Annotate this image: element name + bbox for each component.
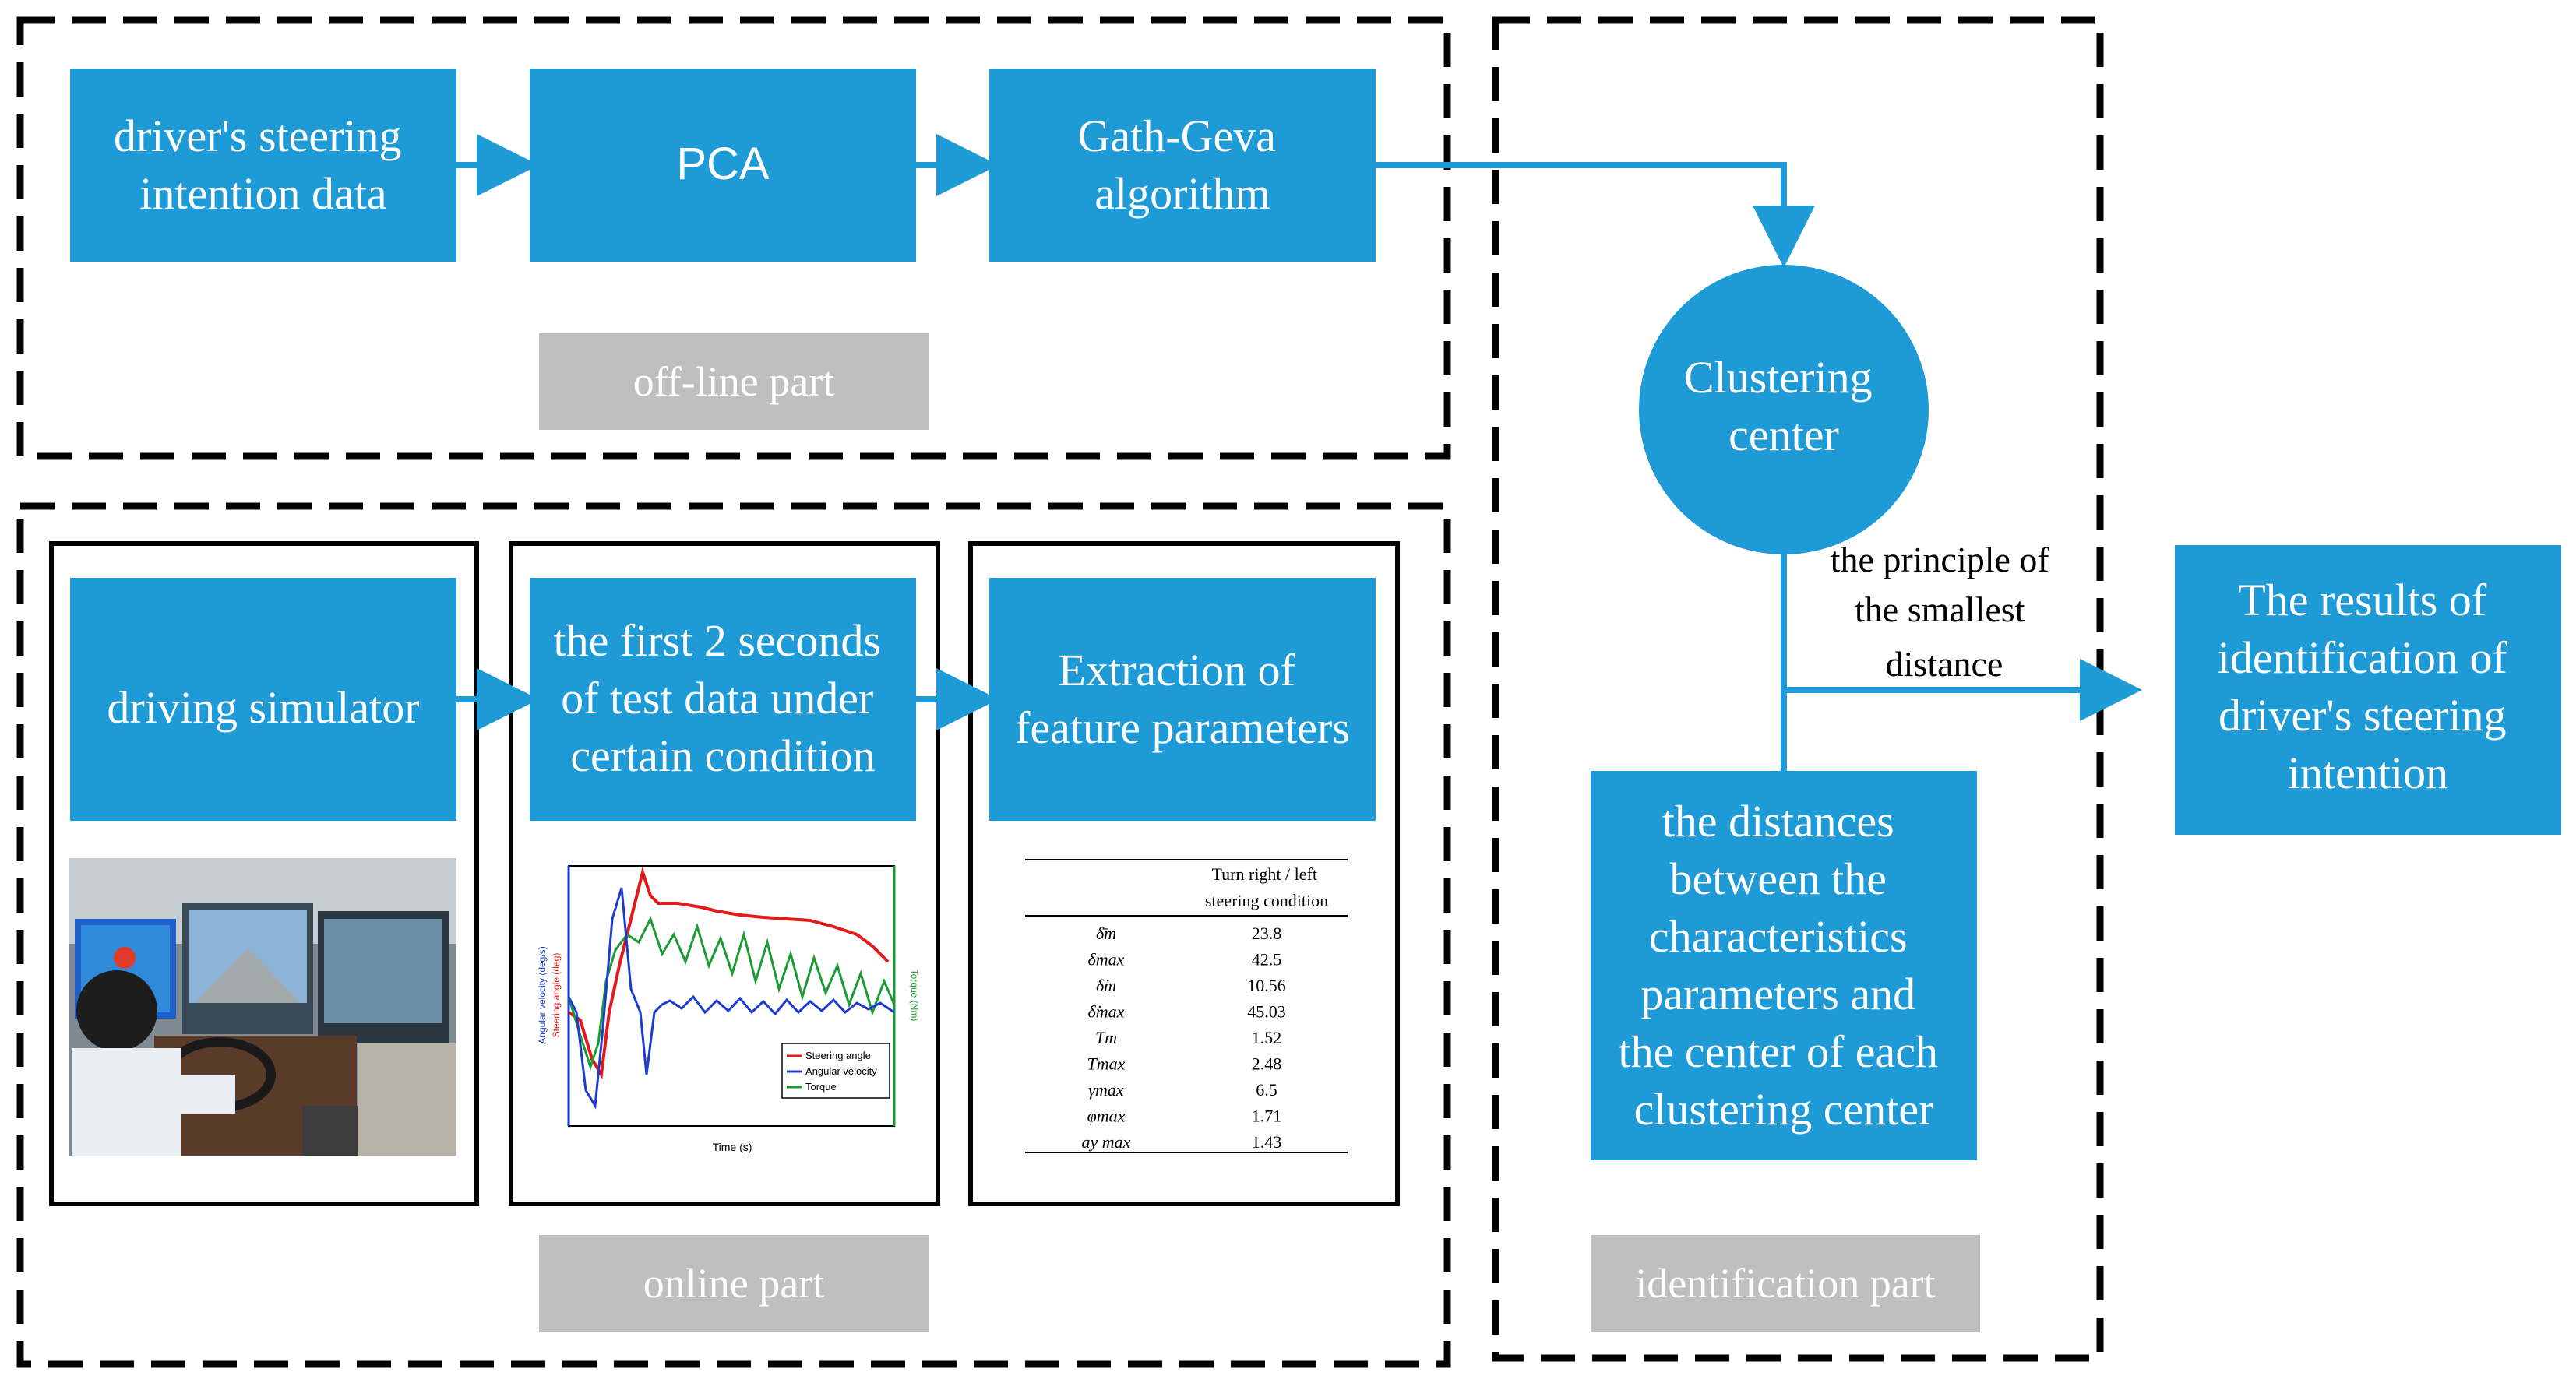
table-value: 42.5	[1252, 950, 1282, 970]
table-symbol: Tmax	[1087, 1054, 1126, 1074]
arrow-gg-to-cluster	[1376, 162, 1815, 268]
test-data-panel	[509, 541, 940, 1206]
torque-curve	[567, 916, 896, 1071]
online-region-frame	[16, 502, 1451, 1368]
feature-extraction-line1: Extraction of	[1059, 645, 1296, 695]
distances-line3: characteristics	[1649, 911, 1908, 962]
results-box	[2175, 545, 2561, 835]
table-header-line2: steering condition	[1205, 891, 1328, 910]
simulator-photo	[69, 858, 456, 1156]
simulator-panel	[49, 541, 479, 1206]
principle-note-line1: the principle of	[1831, 540, 2050, 579]
table-symbol: φmax	[1087, 1107, 1126, 1126]
online-part-label-bg	[539, 1235, 929, 1332]
results-line2: identification of	[2218, 632, 2508, 683]
svg-text:Steering angle Angular v: Steering angle Angular velocity Torque	[805, 1050, 879, 1093]
driving-simulator-label: driving simulator	[107, 682, 419, 733]
pca-label: PCA	[676, 139, 770, 189]
principle-note-line3: distance	[1886, 644, 2003, 684]
online-part-label: online part	[643, 1260, 824, 1307]
offline-part-label: off-line part	[633, 358, 834, 405]
table-symbol: δmax	[1088, 950, 1125, 970]
legend-angular-velocity: Angular velocity	[805, 1065, 877, 1077]
test-data-box	[530, 578, 916, 821]
svg-text:the distances between the: the distances between the characteristic…	[1618, 796, 1949, 1135]
angular-velocity-curve	[567, 887, 895, 1110]
principle-note-line2: the smallest	[1855, 589, 2025, 629]
distances-line6: clustering center	[1634, 1084, 1934, 1135]
table-value: 1.52	[1252, 1028, 1282, 1047]
identification-region-frame	[1492, 16, 2104, 1362]
pca-box	[530, 69, 916, 262]
plot-ylabel-left: Angular velocity (deg/s)	[537, 946, 548, 1043]
driver-intention-data-box	[70, 69, 456, 262]
table-symbol: γmax	[1088, 1080, 1124, 1100]
plot-ylabel-right: Torque (Nm)	[909, 970, 920, 1022]
table-symbol: δ̇m	[1096, 976, 1116, 995]
test-data-line3: certain condition	[570, 730, 875, 781]
gath-geva-line1: Gath-Geva	[1078, 111, 1276, 161]
gath-geva-box	[989, 69, 1376, 262]
gath-geva-line2: algorithm	[1094, 168, 1270, 219]
test-data-line1: the first 2 seconds	[554, 615, 881, 666]
driver-intention-data-line1: driver's steering	[114, 111, 402, 161]
distances-line4: parameters and	[1640, 969, 1915, 1019]
test-data-plot: Steering angle Angular velocity Torque T…	[537, 865, 920, 1153]
svg-text:The results of identificat: The results of identification of driver'…	[2218, 575, 2519, 798]
distances-line5: the center of each	[1618, 1026, 1938, 1077]
table-header-line1: Turn right / left	[1212, 864, 1317, 884]
results-line4: intention	[2288, 748, 2448, 798]
table-symbol: δ̄m	[1096, 924, 1116, 943]
svg-text:driver's steering intentio: driver's steering intention data	[114, 111, 413, 219]
feature-extraction-box	[989, 578, 1376, 821]
table-value: 45.03	[1247, 1002, 1286, 1022]
table-value: 10.56	[1247, 976, 1286, 995]
offline-region-frame	[16, 16, 1451, 460]
table-value: 1.71	[1252, 1107, 1282, 1126]
plot-xlabel: Time (s)	[713, 1141, 752, 1153]
clustering-center-circle	[1639, 265, 1929, 554]
svg-text:Clustering center: Clustering center	[1684, 352, 1884, 460]
clustering-center-line2: center	[1728, 410, 1839, 460]
distances-line1: the distances	[1662, 796, 1894, 846]
svg-text:Gath-Geva algorithm: Gath-Geva algorithm	[1078, 111, 1288, 219]
steering-angle-curve	[567, 866, 890, 1079]
driving-simulator-box	[70, 578, 456, 821]
legend-steering-angle: Steering angle	[805, 1050, 871, 1061]
plot-ylabel-mid: Steering angle (deg)	[551, 953, 562, 1038]
table-value: 1.43	[1252, 1132, 1282, 1152]
legend-torque: Torque	[805, 1081, 837, 1093]
table-value: 6.5	[1256, 1080, 1277, 1100]
svg-text:Turn right / left steeri: Turn right / left steering condition	[1205, 864, 1328, 910]
offline-part-label-bg	[539, 333, 929, 430]
table-value: 23.8	[1252, 924, 1282, 943]
feature-extraction-line2: feature parameters	[1015, 702, 1350, 753]
feature-table: Turn right / left steering condition δ̄m…	[1025, 859, 1348, 1153]
identification-part-label-bg	[1591, 1235, 1980, 1332]
svg-text:Extraction of feature para: Extraction of feature parameters	[1015, 645, 1350, 753]
identification-part-label: identification part	[1635, 1260, 1935, 1307]
clustering-center-line1: Clustering	[1684, 352, 1873, 403]
svg-text:the principle of the small: the principle of the smallest distance	[1831, 540, 2059, 684]
results-line3: driver's steering	[2218, 690, 2507, 741]
distances-box	[1591, 771, 1977, 1160]
svg-text:the first 2 seconds of te: the first 2 seconds of test data under c…	[554, 615, 893, 781]
table-symbol: Tm	[1095, 1028, 1117, 1047]
table-symbol: δ̇max	[1088, 1002, 1125, 1022]
test-data-line2: of test data under	[561, 673, 873, 723]
table-value: 2.48	[1252, 1054, 1282, 1074]
table-symbol: ay max	[1082, 1132, 1131, 1152]
results-line1: The results of	[2238, 575, 2487, 625]
distances-line2: between the	[1669, 853, 1887, 904]
driver-intention-data-line2: intention data	[139, 168, 386, 219]
feature-panel	[968, 541, 1400, 1206]
